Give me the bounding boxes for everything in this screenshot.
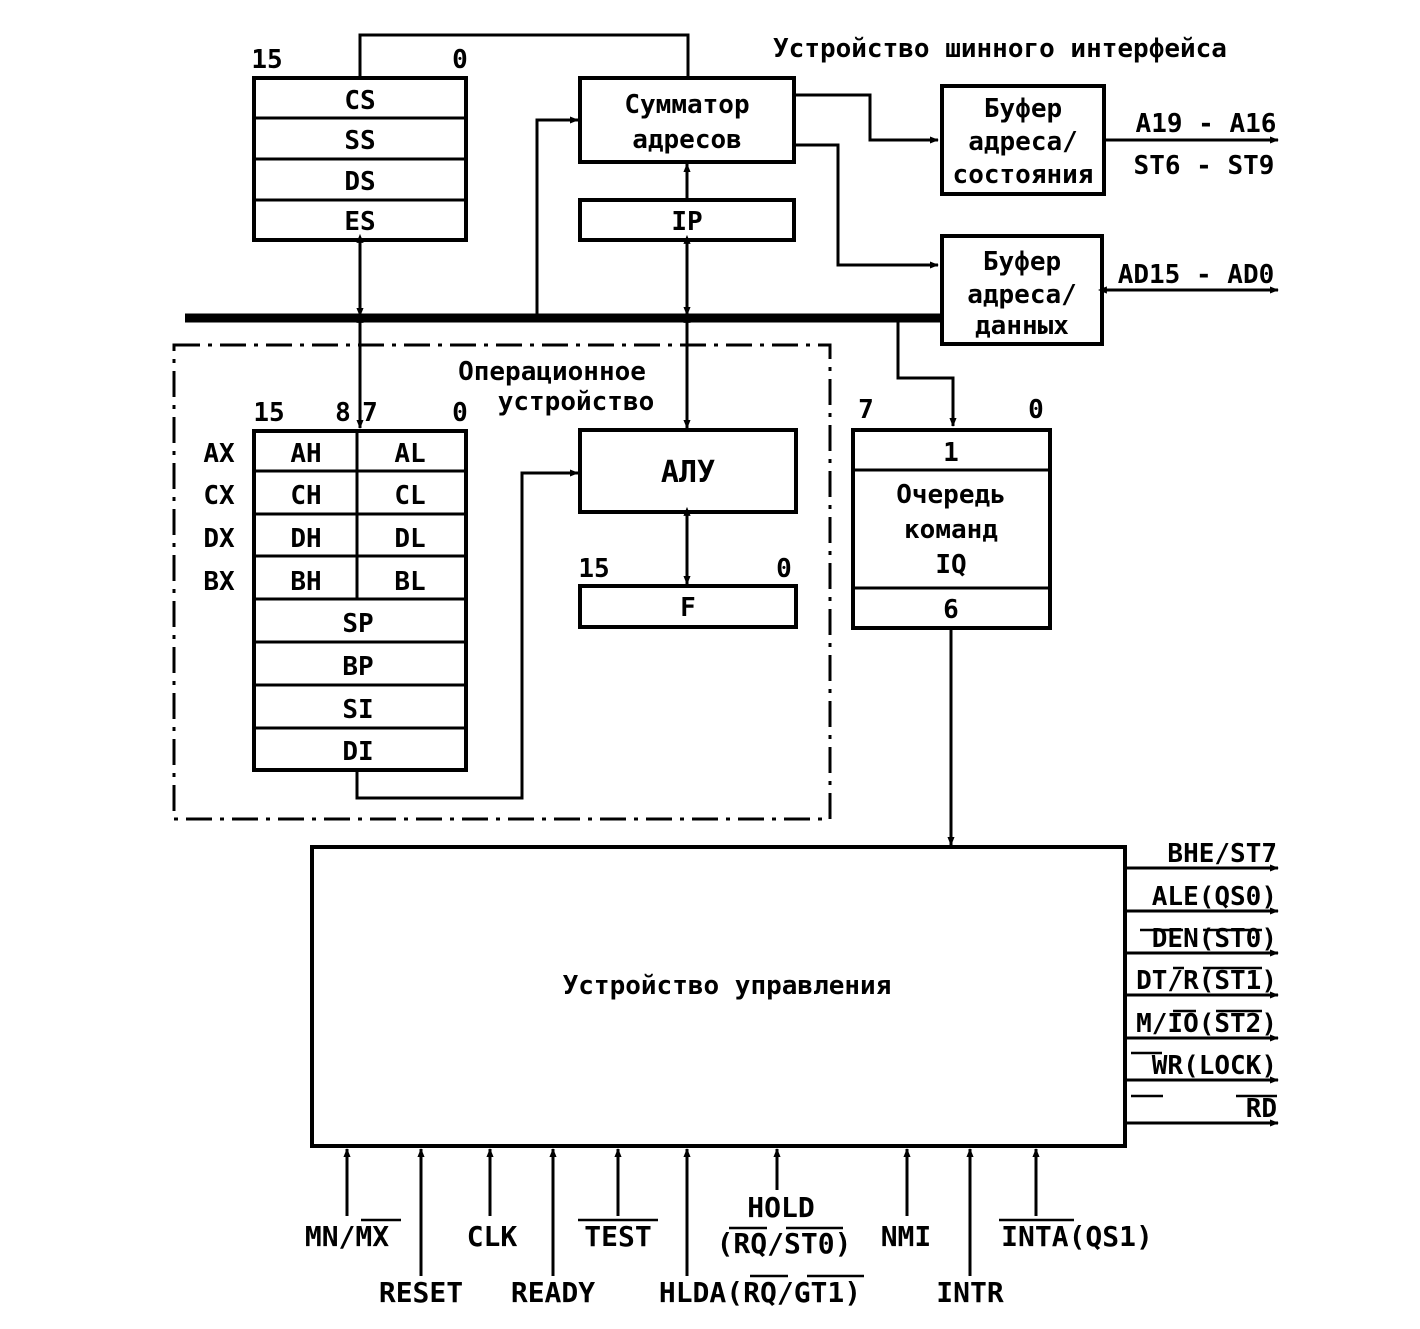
queue-slot-last: 6	[943, 595, 959, 625]
svg-text:AL: AL	[394, 439, 425, 469]
svg-text:Буфер: Буфер	[983, 247, 1061, 277]
svg-text:DX: DX	[203, 524, 235, 554]
svg-text:команд: команд	[904, 515, 998, 545]
svg-text:Очередь: Очередь	[896, 480, 1006, 510]
svg-text:AX: AX	[203, 439, 235, 469]
control-inputs: MN/MX CLK TEST HOLD (RQ/ST0) NMI INTA(QS…	[305, 1148, 1153, 1309]
seg-bit-15: 15	[251, 45, 282, 75]
svg-text:IQ: IQ	[935, 550, 966, 580]
svg-text:DH: DH	[290, 524, 321, 554]
signal-dt-r: DT/R(ST1)	[1136, 966, 1277, 996]
svg-text:7: 7	[858, 395, 874, 425]
pin-reset: RESET	[379, 1276, 463, 1309]
output-ad15-ad0: AD15 - AD0	[1118, 260, 1275, 290]
pin-hold: HOLD	[747, 1191, 814, 1224]
general-registers: AX AH AL CX CH CL DX DH DL BX BH BL SP B…	[203, 429, 468, 772]
queue-slot-first: 1	[943, 438, 959, 468]
pin-nmi: NMI	[881, 1220, 932, 1253]
svg-text:CL: CL	[394, 481, 425, 511]
svg-text:F: F	[680, 593, 696, 623]
instruction-pointer: IP	[578, 198, 796, 242]
svg-text:8: 8	[335, 398, 351, 428]
pin-inta: INTA(QS1)	[1001, 1220, 1153, 1253]
reg-ds: DS	[344, 167, 375, 197]
reg-di: DI	[342, 737, 373, 767]
pin-ready: READY	[511, 1276, 595, 1309]
svg-text:15: 15	[253, 398, 284, 428]
execution-unit-border	[172, 343, 832, 821]
instruction-queue: 7 0 1 Очередь команд IQ 6	[851, 395, 1052, 630]
eu-title-line2: устройство	[498, 387, 655, 417]
signal-den: DEN(ST0)	[1152, 924, 1277, 954]
svg-text:15: 15	[578, 554, 609, 584]
pin-mn-mx: MN/MX	[305, 1220, 389, 1253]
svg-text:адресов: адресов	[632, 125, 742, 155]
svg-text:DL: DL	[394, 524, 425, 554]
alu: АЛУ	[578, 428, 798, 514]
segment-registers: 15 0 CS SS DS ES	[251, 45, 468, 242]
pin-hold-alt: (RQ/ST0)	[717, 1227, 852, 1260]
output-a19-a16: A19 - A16	[1136, 109, 1277, 139]
svg-text:данных: данных	[975, 311, 1069, 341]
signal-m-io: M/IO(ST2)	[1136, 1009, 1277, 1039]
pin-test: TEST	[584, 1220, 651, 1253]
svg-text:Сумматор: Сумматор	[624, 90, 749, 120]
reg-sp: SP	[342, 609, 373, 639]
svg-text:Буфер: Буфер	[984, 94, 1062, 124]
pin-hlda: HLDA(RQ/GT1)	[659, 1276, 861, 1309]
svg-text:BX: BX	[203, 567, 235, 597]
flags-register: F	[578, 584, 798, 629]
control-outputs: BHE/ST7 ALE(QS0) DEN(ST0) DT/R(ST1) M/IO…	[1125, 839, 1279, 1127]
reg-ss: SS	[344, 126, 375, 156]
control-unit: Устройство управления	[310, 845, 1127, 1148]
reg-es: ES	[344, 207, 375, 237]
pin-clk: CLK	[467, 1220, 518, 1253]
address-status-buffer: Буфер адреса/ состояния	[940, 84, 1106, 196]
signal-rd: RD	[1246, 1094, 1277, 1124]
reg-ip: IP	[671, 207, 702, 237]
address-adder: Сумматор адресов	[578, 76, 796, 164]
svg-text:0: 0	[1028, 395, 1044, 425]
svg-text:0: 0	[452, 398, 468, 428]
svg-text:состояния: состояния	[953, 160, 1094, 190]
signal-bhe-st7: BHE/ST7	[1167, 839, 1277, 869]
svg-text:BH: BH	[290, 567, 321, 597]
svg-text:BL: BL	[394, 567, 425, 597]
address-data-buffer: Буфер адреса/ данных	[940, 234, 1104, 346]
reg-bp: BP	[342, 652, 373, 682]
svg-text:адреса/: адреса/	[968, 127, 1078, 157]
svg-text:AH: AH	[290, 439, 321, 469]
eu-title-line1: Операционное	[458, 357, 646, 387]
biu-title: Устройство шинного интерфейса	[773, 34, 1227, 64]
svg-text:CX: CX	[203, 481, 235, 511]
seg-bit-0: 0	[452, 45, 468, 75]
control-unit-title: Устройство управления	[563, 971, 892, 1001]
reg-si: SI	[342, 695, 373, 725]
svg-text:0: 0	[776, 554, 792, 584]
output-st6-st9: ST6 - ST9	[1134, 151, 1275, 181]
signal-wr: WR(LOCK)	[1152, 1051, 1277, 1081]
pin-intr: INTR	[936, 1276, 1004, 1309]
svg-text:CH: CH	[290, 481, 321, 511]
signal-ale: ALE(QS0)	[1152, 882, 1277, 912]
svg-text:АЛУ: АЛУ	[661, 455, 715, 490]
svg-text:7: 7	[362, 398, 378, 428]
reg-cs: CS	[344, 86, 375, 116]
svg-text:адреса/: адреса/	[967, 280, 1077, 310]
